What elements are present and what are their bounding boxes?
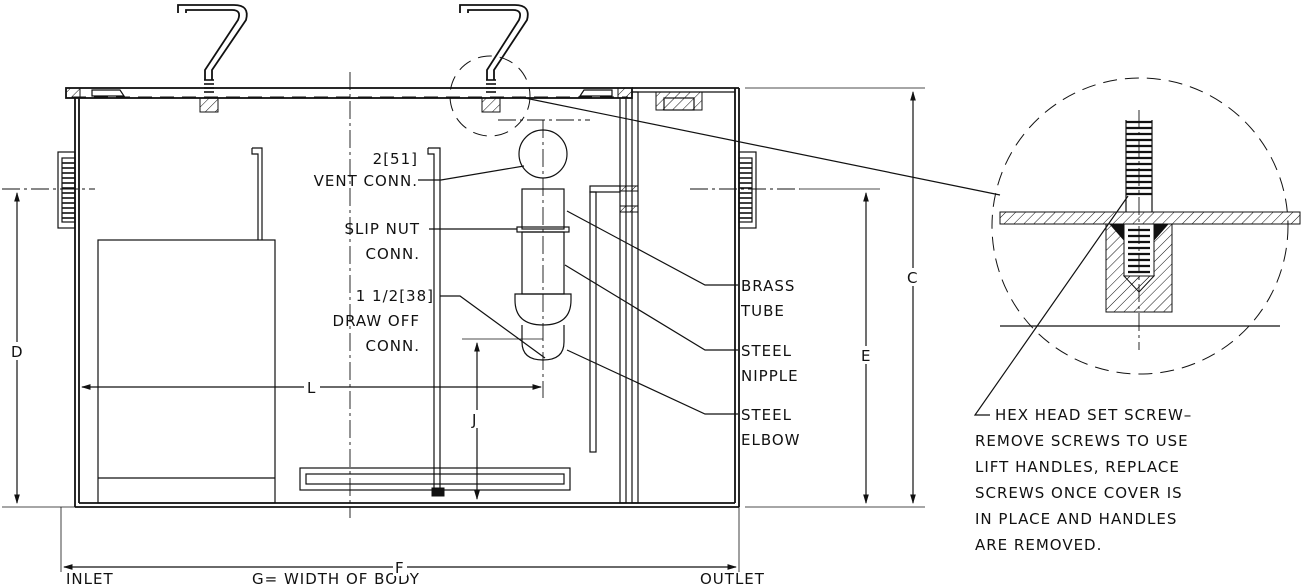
hex-note-line2: REMOVE SCREWS TO USE: [975, 432, 1189, 450]
hex-note-line4: SCREWS ONCE COVER IS: [975, 484, 1183, 502]
dim-l-label: L: [307, 379, 316, 397]
lift-handle-right: [459, 4, 529, 113]
brass-tube-label-line2: TUBE: [740, 302, 785, 320]
inlet-box: [97, 147, 276, 504]
inlet-hub: [57, 151, 76, 229]
draw-off-label-line3: CONN.: [366, 337, 421, 355]
width-note-label: G= WIDTH OF BODY: [252, 570, 420, 586]
dim-c-label: C: [907, 269, 918, 287]
vent-conn-label-line1: 2[51]: [373, 150, 418, 168]
steel-elbow-label-line2: ELBOW: [741, 431, 801, 449]
labels: 2[51] VENT CONN. SLIP NUT CONN. 1 1/2[38…: [10, 150, 1192, 586]
steel-nipple-label-line2: NIPPLE: [741, 367, 799, 385]
dimension-lines: [2, 87, 925, 572]
slip-nut-label-line1: SLIP NUT: [345, 220, 420, 238]
hex-note-line3: LIFT HANDLES, REPLACE: [975, 458, 1180, 476]
outlet-hub: [738, 151, 757, 229]
detail-callout: [449, 55, 1001, 196]
dim-d-label: D: [11, 343, 24, 361]
hex-note-line6: ARE REMOVED.: [975, 536, 1102, 554]
inlet-label: INLET: [66, 570, 114, 586]
brass-tube-label-line1: BRASS: [741, 277, 795, 295]
leader-lines: [418, 165, 738, 415]
dim-e-label: E: [861, 347, 871, 365]
hex-note-line1: HEX HEAD SET SCREW–: [995, 406, 1192, 424]
vent-pipe: [299, 147, 571, 497]
vent-conn-label-line2: VENT CONN.: [314, 172, 418, 190]
steel-nipple-label-line1: STEEL: [741, 342, 792, 360]
outlet-label: OUTLET: [700, 570, 765, 586]
draw-off-label-line1: 1 1/2[38]: [356, 287, 434, 305]
lift-handle-left: [177, 4, 248, 113]
draw-off-assembly: [514, 120, 572, 398]
hex-note-line5: IN PLACE AND HANDLES: [975, 510, 1177, 528]
detail-view: [973, 77, 1301, 416]
dim-f-label: F: [395, 559, 405, 577]
steel-elbow-label-line1: STEEL: [741, 406, 792, 424]
slip-nut-label-line2: CONN.: [366, 245, 421, 263]
center-lines: [2, 72, 800, 518]
dim-j-label: J: [471, 411, 477, 429]
draw-off-label-line2: DRAW OFF: [333, 312, 420, 330]
